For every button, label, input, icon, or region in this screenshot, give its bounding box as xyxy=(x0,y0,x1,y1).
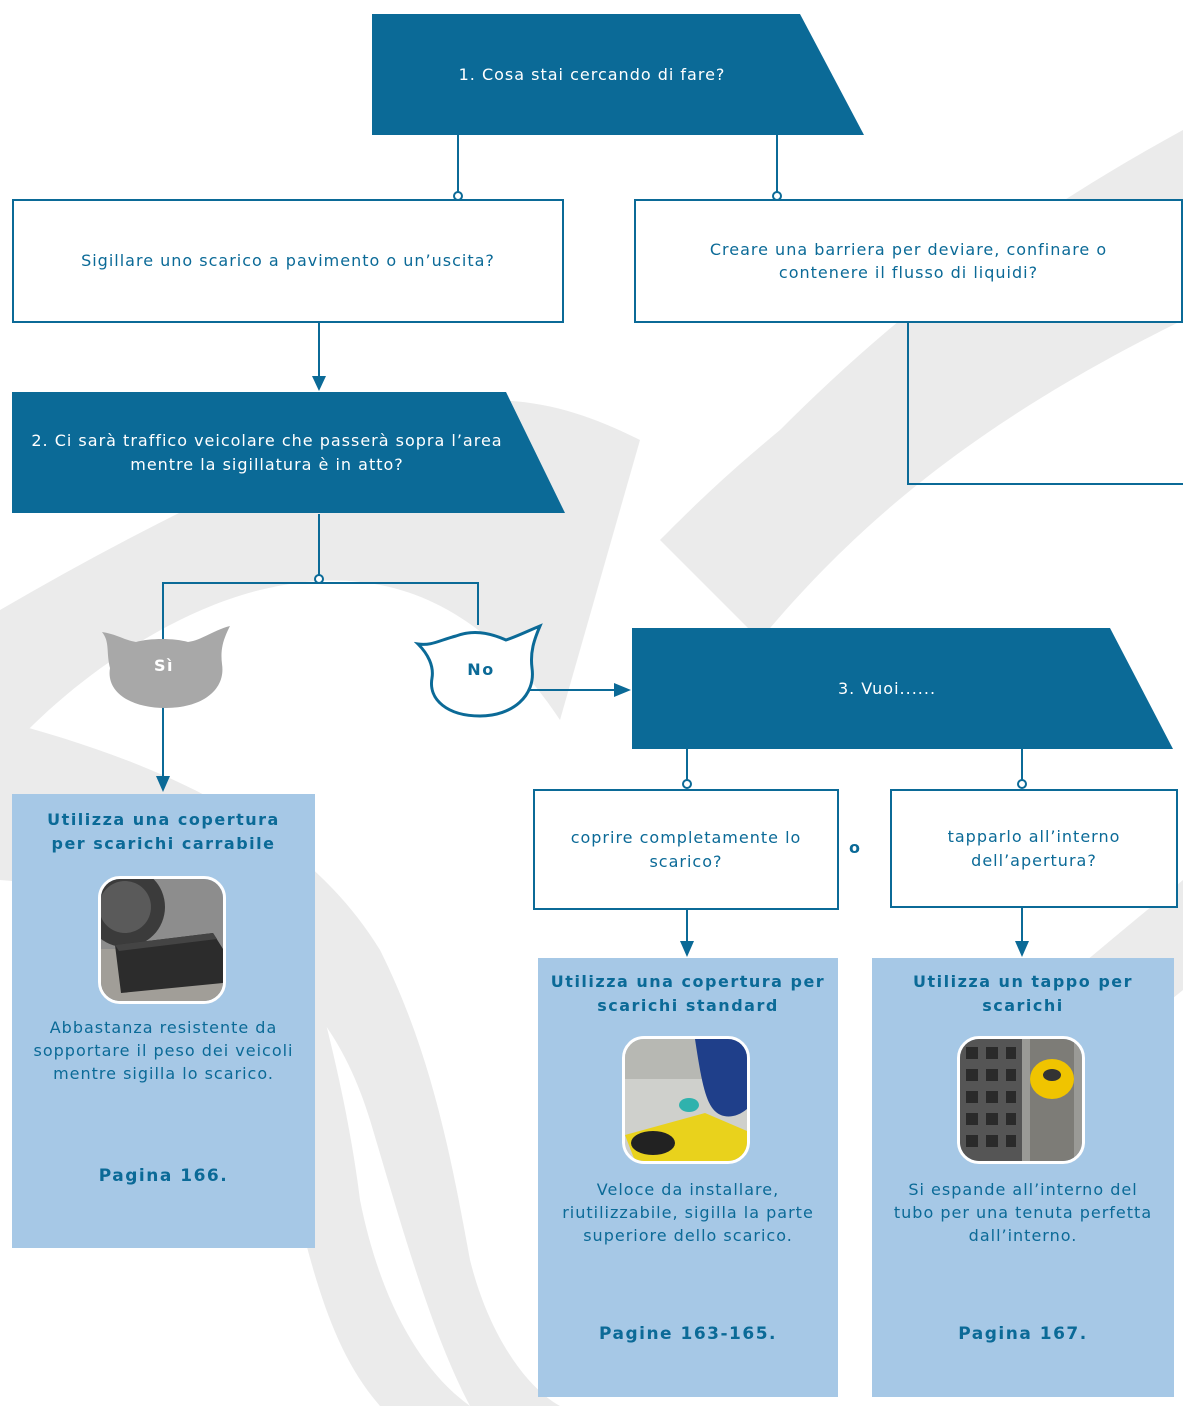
option-seal-drain-text: Sigillare uno scarico a pavimento o un’u… xyxy=(81,251,495,271)
card-drain-plug-photo xyxy=(957,1036,1085,1164)
yes-badge-shape xyxy=(102,626,230,708)
arrowhead-yes-to-card xyxy=(156,776,170,792)
answer-no: No xyxy=(467,660,495,679)
arrowhead-plug-to-card xyxy=(1015,941,1029,957)
card-traffic-cover-description: Abbastanza resistente da sopportare il p… xyxy=(33,1018,294,1084)
arrowhead-no-to-q3 xyxy=(614,683,631,697)
option-create-barrier-text: Creare una barriera per deviare, confina… xyxy=(709,239,1108,282)
card-drain-plug: Utilizza un tappo per scarichi Si espand… xyxy=(872,958,1174,1397)
separator-or: o xyxy=(849,838,862,857)
question-1-shape xyxy=(372,14,864,135)
card-traffic-cover-title: Utilizza una copertura per scarichi carr… xyxy=(47,810,280,853)
option-seal-drain: Sigillare uno scarico a pavimento o un’u… xyxy=(12,199,564,323)
arrowhead-cover-to-card xyxy=(680,941,694,957)
card-standard-cover-title: Utilizza una copertura per scarichi stan… xyxy=(550,972,826,1015)
option-plug-inside-text: tapparlo all’interno dell’apertura? xyxy=(947,827,1121,870)
connector-barrier-route xyxy=(907,323,1183,485)
card-drain-plug-title: Utilizza un tappo per scarichi xyxy=(912,972,1134,1015)
question-3-text: 3. Vuoi...... xyxy=(837,678,937,698)
question-2-text: 2. Ci sarà traffico veicolare che passer… xyxy=(31,431,503,474)
card-traffic-cover-photo xyxy=(98,876,226,1004)
connector-dot-cover xyxy=(682,779,692,789)
question-1-text: 1. Cosa stai cercando di fare? xyxy=(458,64,726,84)
option-cover-completely-text: coprire completamente lo scarico? xyxy=(570,828,802,871)
connector-dot-plug xyxy=(1017,779,1027,789)
question-3-shape xyxy=(632,628,1173,749)
question-2-shape xyxy=(12,392,565,513)
no-badge-shape xyxy=(414,623,543,718)
card-standard-cover-page: Pagine 163-165. xyxy=(598,1324,777,1344)
answer-yes: Sì xyxy=(153,656,174,675)
card-drain-plug-description: Si espande all’interno del tubo per una … xyxy=(893,1180,1153,1246)
option-cover-completely: coprire completamente lo scarico? xyxy=(533,789,839,910)
connector-dot-q2 xyxy=(314,574,324,584)
card-drain-plug-page: Pagina 167. xyxy=(958,1324,1088,1344)
card-traffic-cover: Utilizza una copertura per scarichi carr… xyxy=(12,794,315,1248)
option-create-barrier: Creare una barriera per deviare, confina… xyxy=(634,199,1183,323)
watermark-swoosh-bottom-left xyxy=(300,930,470,1406)
card-standard-cover: Utilizza una copertura per scarichi stan… xyxy=(538,958,838,1397)
card-standard-cover-description: Veloce da installare, riutilizzabile, si… xyxy=(562,1180,814,1246)
option-plug-inside: tapparlo all’interno dell’apertura? xyxy=(890,789,1178,908)
card-traffic-cover-page: Pagina 166. xyxy=(98,1166,229,1186)
arrowhead-seal-to-q2 xyxy=(312,376,326,391)
card-standard-cover-photo xyxy=(622,1036,750,1164)
